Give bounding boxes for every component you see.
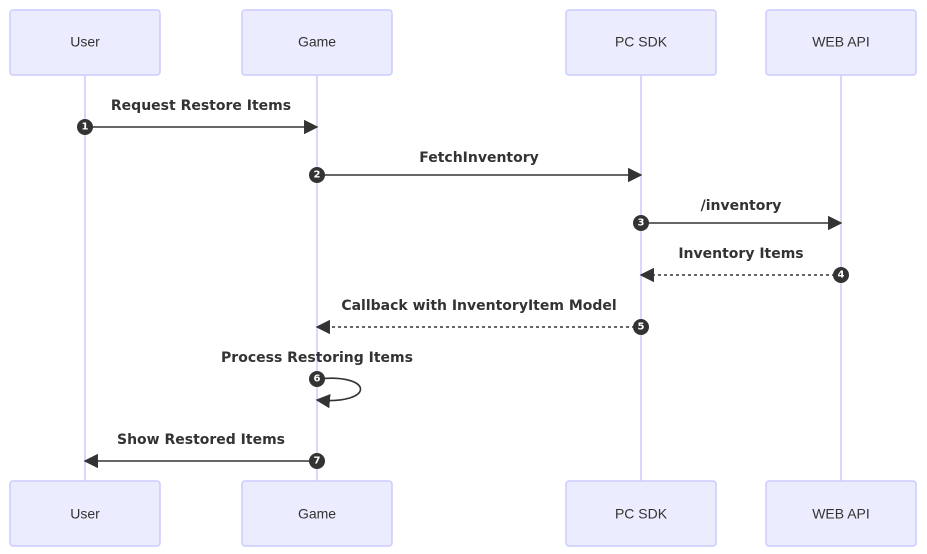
- actor-label: User: [70, 506, 100, 522]
- message-fetch-inventory: FetchInventory 2: [309, 150, 643, 183]
- actor-top-user: User: [9, 9, 161, 76]
- actor-label: PC SDK: [615, 34, 668, 50]
- actor-top-game: Game: [241, 9, 393, 76]
- actor-bottom-user: User: [9, 480, 161, 547]
- message-label: FetchInventory: [419, 150, 539, 166]
- actor-top-web-api: WEB API: [765, 9, 917, 76]
- message-inventory-request: /inventory 3: [633, 198, 843, 231]
- message-callback-inventory-item-model: Callback with InventoryItem Model 5: [315, 298, 649, 335]
- actor-label: Game: [298, 506, 336, 522]
- sequence-number-badge: [633, 319, 649, 335]
- sequence-number: 7: [314, 456, 321, 467]
- actor-bottom-game: Game: [241, 480, 393, 547]
- message-self-loop-arrow: [315, 377, 362, 409]
- actor-label: WEB API: [812, 506, 870, 522]
- message-inventory-items: Inventory Items 4: [639, 246, 849, 283]
- sequence-number: 2: [314, 170, 321, 181]
- actor-bottom-pc-sdk: PC SDK: [565, 480, 717, 547]
- sequence-number-badge: [309, 371, 325, 387]
- sequence-number: 1: [82, 122, 89, 133]
- sequence-number: 5: [638, 322, 645, 333]
- message-request-restore-items: Request Restore Items 1: [77, 98, 319, 135]
- sequence-number: 6: [314, 374, 321, 385]
- sequence-number-badge: [309, 167, 325, 183]
- message-label: Show Restored Items: [117, 432, 285, 448]
- message-label: Inventory Items: [678, 246, 803, 262]
- actor-label: PC SDK: [615, 506, 668, 522]
- sequence-number-badge: [309, 453, 325, 469]
- message-process-restoring-items: Process Restoring Items 6: [221, 350, 413, 409]
- sequence-number-badge: [833, 267, 849, 283]
- sequence-number: 4: [838, 270, 845, 281]
- actor-top-pc-sdk: PC SDK: [565, 9, 717, 76]
- actor-bottom-web-api: WEB API: [765, 480, 917, 547]
- sequence-number-badge: [77, 119, 93, 135]
- message-label: Process Restoring Items: [221, 350, 413, 366]
- message-label: Callback with InventoryItem Model: [341, 298, 616, 314]
- actor-label: Game: [298, 34, 336, 50]
- sequence-number-badge: [633, 215, 649, 231]
- message-label: /inventory: [701, 198, 782, 214]
- actor-label: User: [70, 34, 100, 50]
- actor-label: WEB API: [812, 34, 870, 50]
- message-label: Request Restore Items: [111, 98, 291, 114]
- sequence-number: 3: [638, 218, 645, 229]
- message-show-restored-items: Show Restored Items 7: [83, 432, 325, 469]
